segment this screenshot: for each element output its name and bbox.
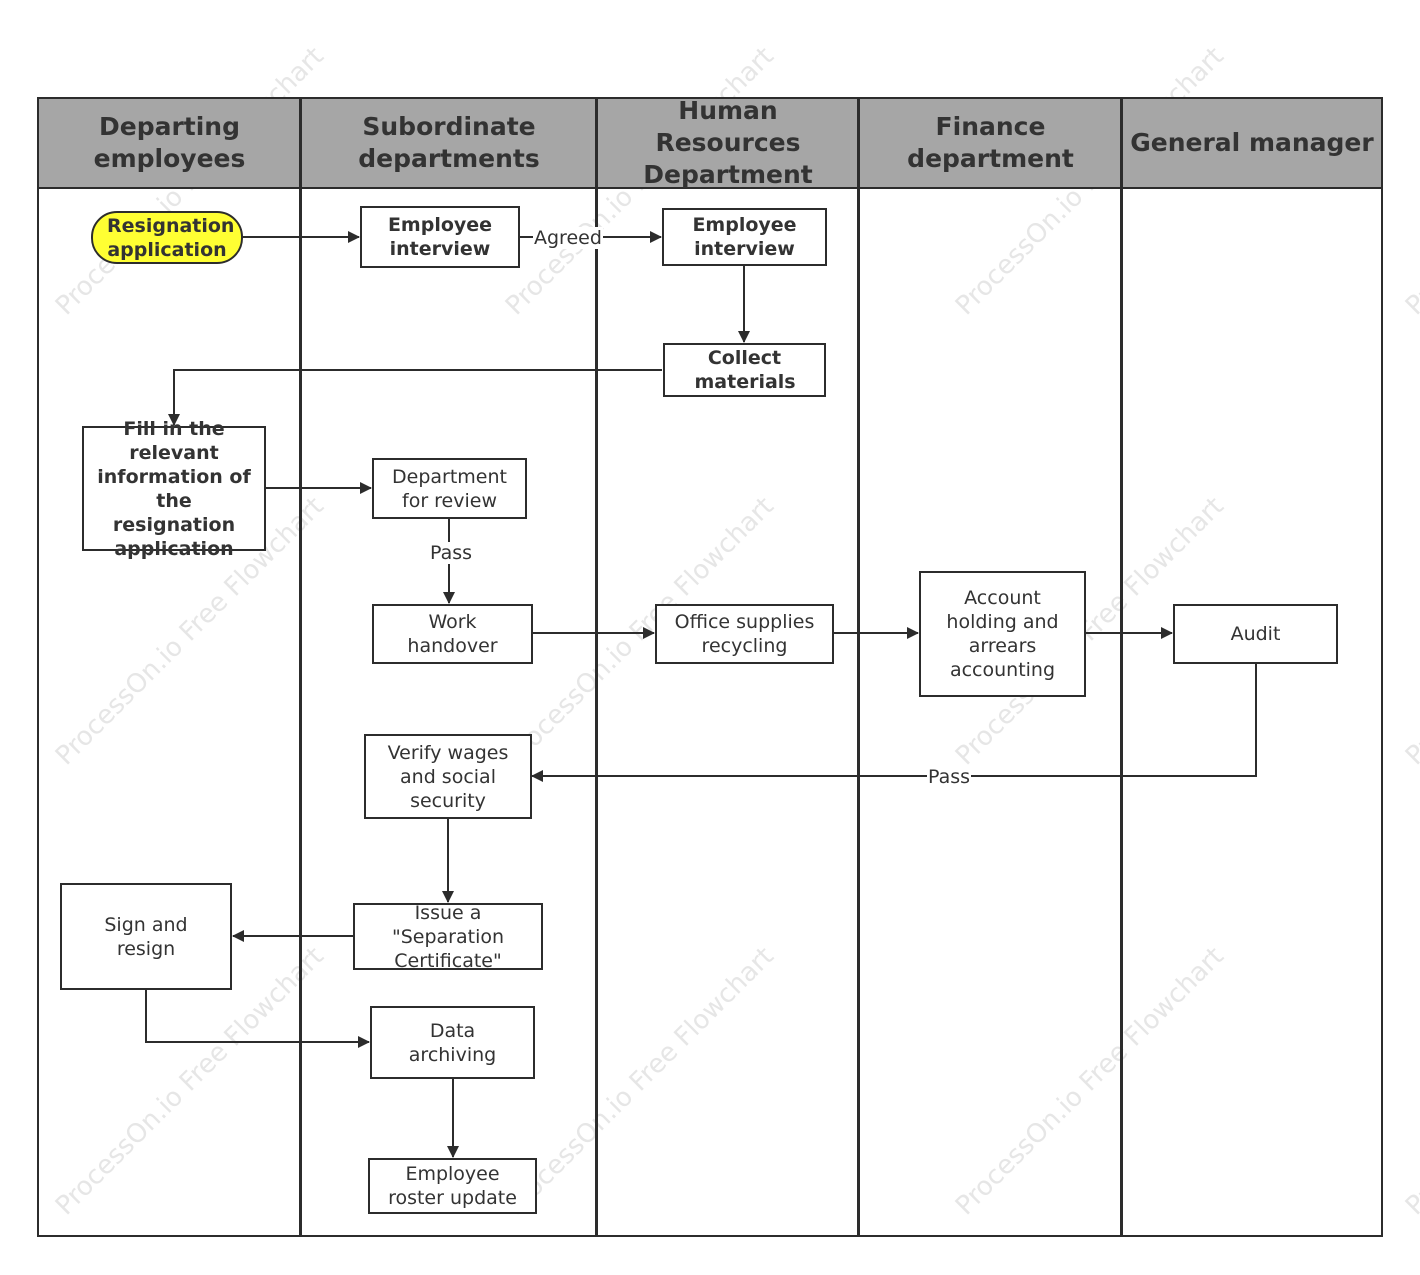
edge-label-agreed: Agreed xyxy=(533,227,603,249)
node-label: Data archiving xyxy=(408,1019,497,1066)
node-label: Sign and resign xyxy=(104,913,188,960)
lane-divider xyxy=(1120,97,1123,1237)
lane-divider xyxy=(299,97,302,1237)
lane-header-departing: Departing employees xyxy=(37,97,302,189)
lane-header-gm: General manager xyxy=(1121,97,1383,189)
node-sign-resign[interactable]: Sign and resign xyxy=(60,883,232,990)
node-data-archiving[interactable]: Data archiving xyxy=(370,1006,535,1079)
node-employee-interview-hr[interactable]: Employee interview xyxy=(662,208,827,266)
node-label: Department for review xyxy=(392,465,507,512)
node-label: Verify wages and social security xyxy=(387,741,509,812)
node-label: Audit xyxy=(1230,623,1281,645)
node-label: Account holding and arrears accounting xyxy=(946,587,1059,681)
edge-label-pass-audit: Pass xyxy=(927,766,972,788)
node-collect-materials[interactable]: Collect materials xyxy=(663,343,826,397)
lane-title: Human Resources Department xyxy=(643,96,813,189)
edge-collect-to-fill-in xyxy=(168,369,662,426)
node-label: Resignation application xyxy=(107,214,235,261)
node-account-holding[interactable]: Account holding and arrears accounting xyxy=(919,571,1086,697)
lane-title: Finance department xyxy=(907,112,1074,173)
node-roster-update[interactable]: Employee roster update xyxy=(368,1158,537,1214)
lane-divider xyxy=(595,97,598,1237)
lane-divider xyxy=(857,97,860,1237)
node-work-handover[interactable]: Work handover xyxy=(372,604,533,664)
lane-title: General manager xyxy=(1130,128,1374,157)
node-issue-certificate[interactable]: Issue a "Separation Certificate" xyxy=(353,901,543,972)
node-label: Work handover xyxy=(407,611,498,657)
node-employee-interview-sub[interactable]: Employee interview xyxy=(360,206,520,268)
node-label: Issue a "Separation Certificate" xyxy=(391,901,505,972)
node-department-review[interactable]: Department for review xyxy=(372,458,527,519)
lane-title: Subordinate departments xyxy=(358,112,540,173)
lane-title: Departing employees xyxy=(93,112,246,173)
node-office-supplies[interactable]: Office supplies recycling xyxy=(655,604,834,664)
node-resignation-application[interactable]: Resignation application xyxy=(91,211,243,264)
node-label: Collect materials xyxy=(694,347,796,393)
node-label: Fill in the relevant information of the … xyxy=(97,417,251,560)
node-label: Employee interview xyxy=(387,214,493,260)
edge-sign-to-archiving xyxy=(145,989,370,1048)
lane-header-hr: Human Resources Department xyxy=(596,96,860,189)
node-label: Employee interview xyxy=(692,214,797,260)
node-label: Office supplies recycling xyxy=(674,611,815,657)
node-audit[interactable]: Audit xyxy=(1173,604,1338,664)
node-label: Employee roster update xyxy=(388,1163,517,1209)
node-verify-wages[interactable]: Verify wages and social security xyxy=(364,734,532,819)
edge-label-pass-review: Pass xyxy=(429,542,474,564)
lane-header-subordinate: Subordinate departments xyxy=(300,97,598,189)
node-fill-in-info[interactable]: Fill in the relevant information of the … xyxy=(82,418,266,560)
edge-audit-to-verify-wages xyxy=(531,663,1257,782)
